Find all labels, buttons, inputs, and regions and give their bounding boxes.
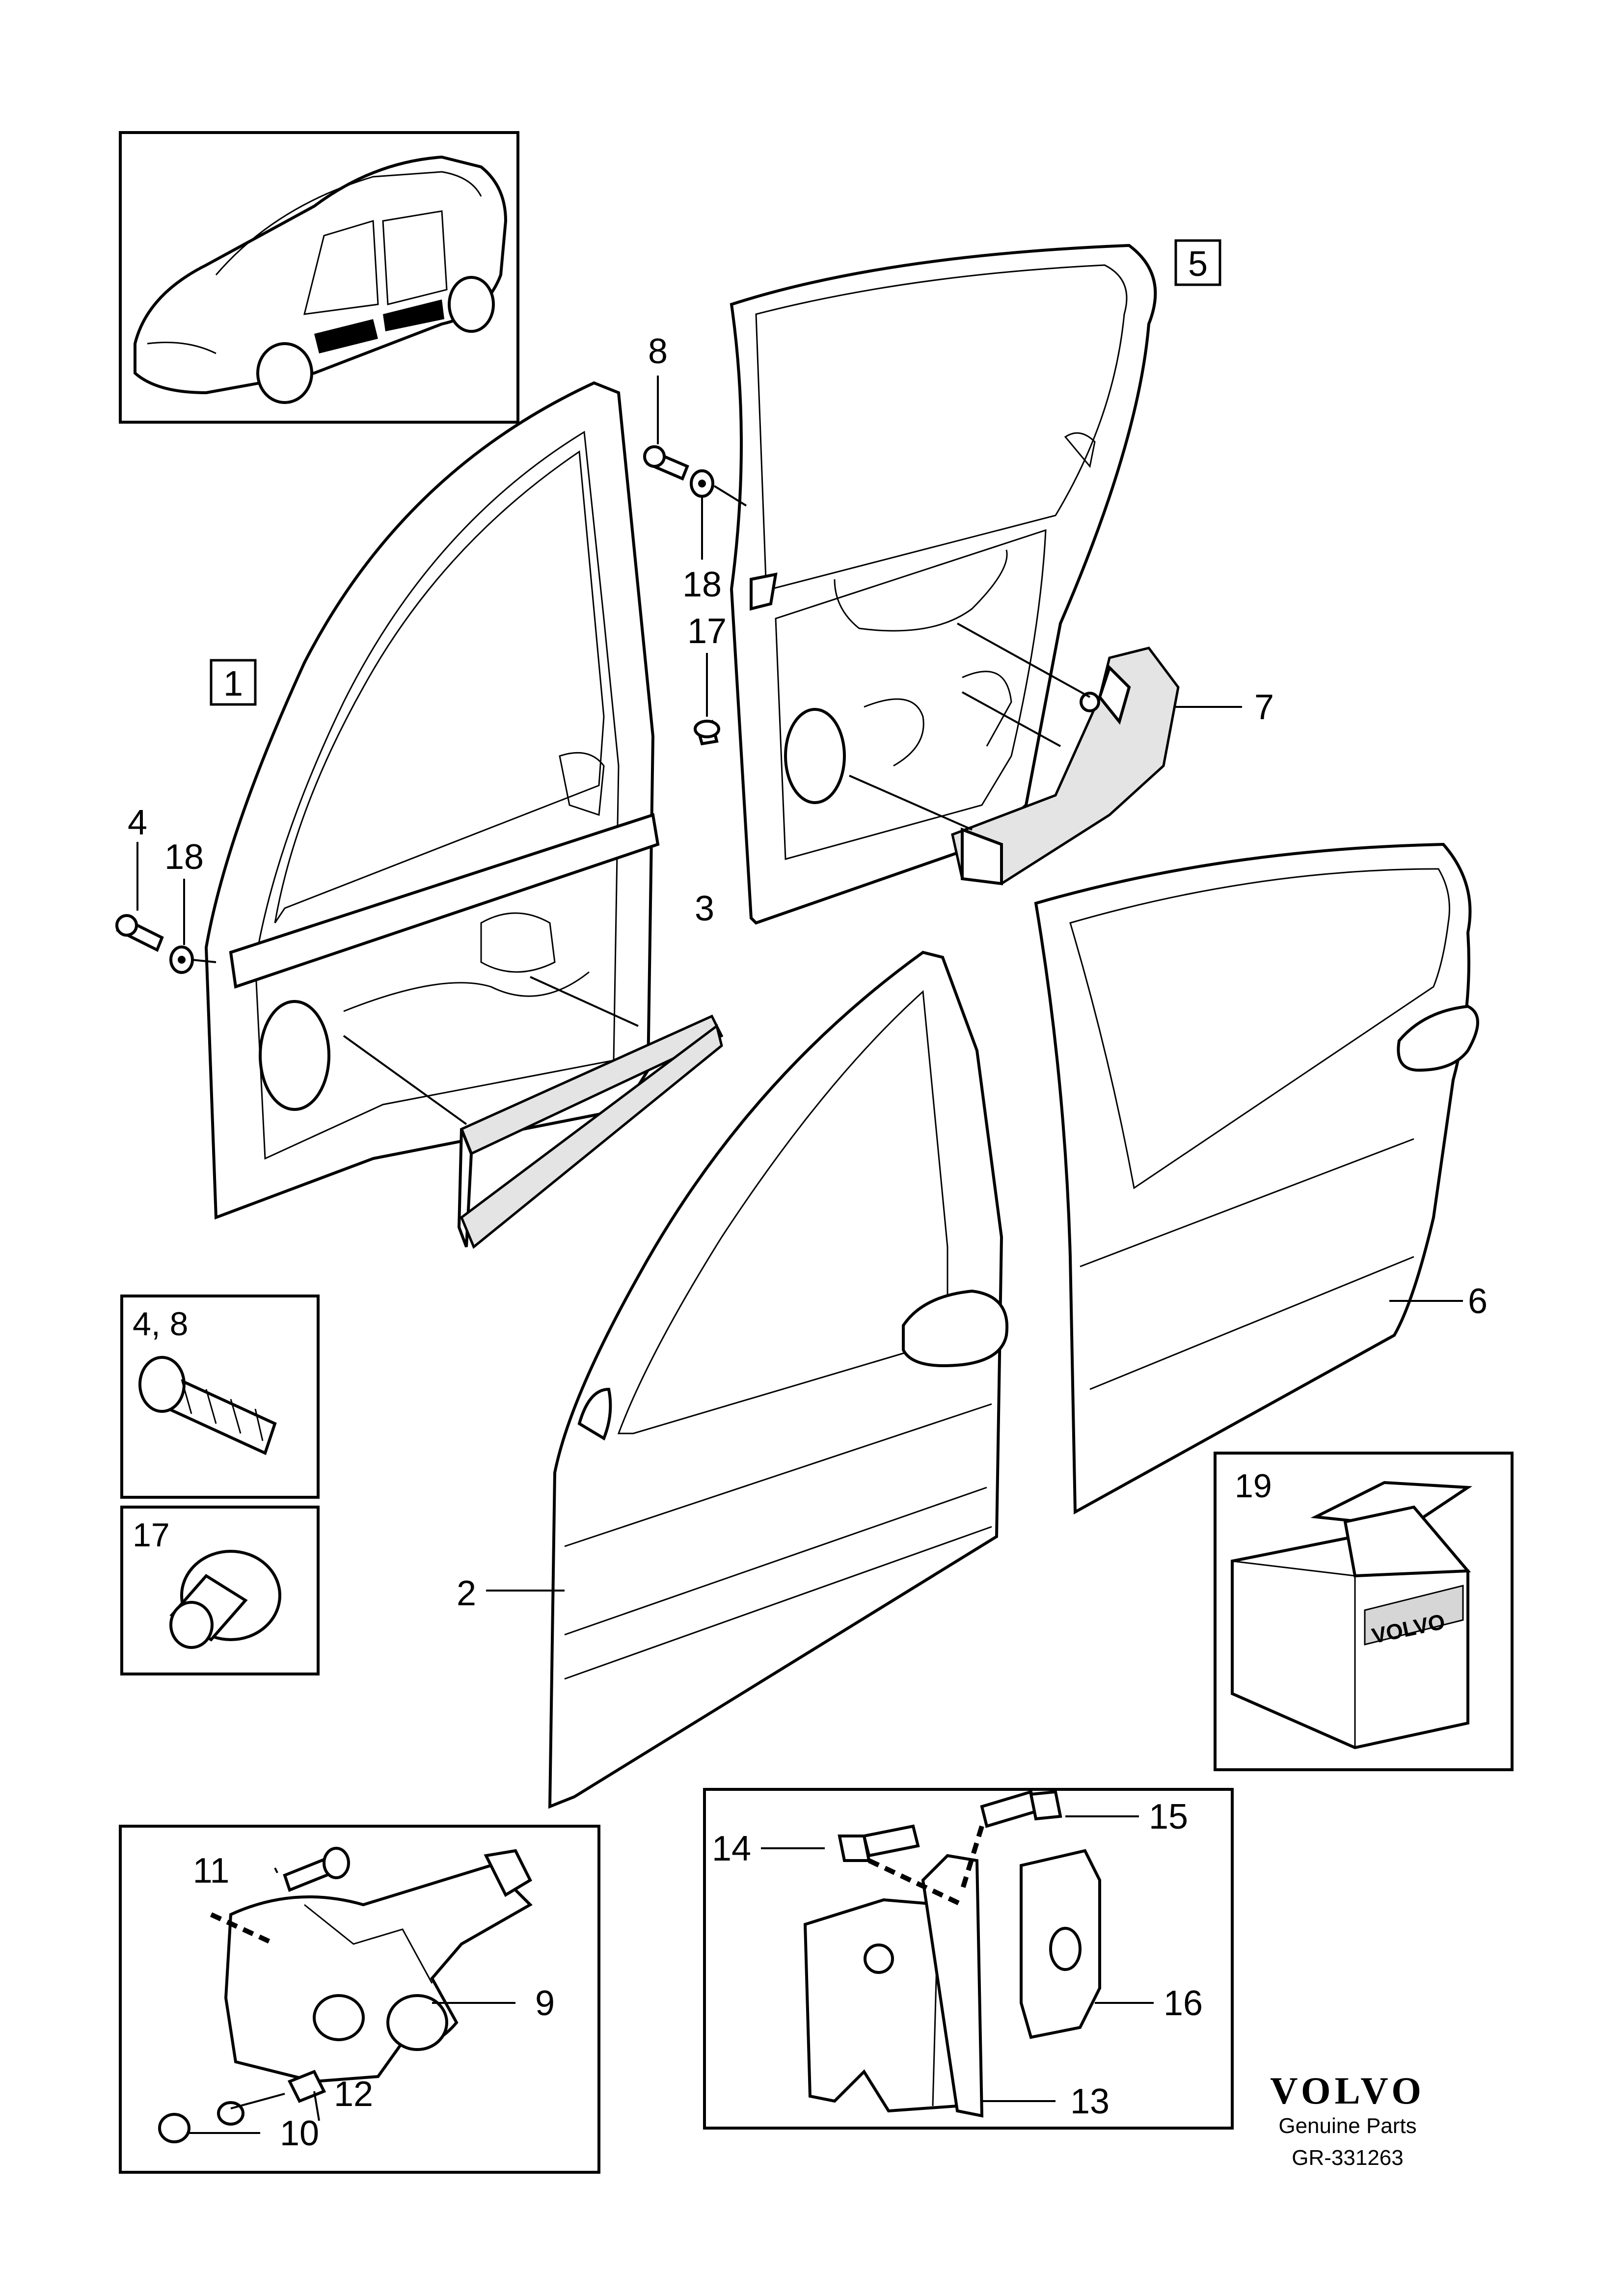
callout-9: 9 [535, 1984, 555, 2023]
plug-inset [120, 1506, 320, 1675]
front-door-panel [486, 950, 1009, 1809]
callout-6: 6 [1468, 1282, 1488, 1321]
callout-5-frame [1174, 239, 1221, 286]
bolt-inset [120, 1295, 320, 1499]
bolt-inset-label: 4, 8 [133, 1305, 188, 1343]
rear-door-frame [730, 243, 1157, 925]
part-4-bolt [115, 914, 164, 952]
front-door-frame [204, 381, 660, 1220]
callout-4: 4 [128, 803, 147, 842]
callout-10: 10 [280, 2114, 319, 2153]
callout-7: 7 [1254, 688, 1274, 727]
callout-17: 17 [687, 612, 727, 651]
part-8-bolt [643, 445, 689, 481]
callout-18-left: 18 [164, 837, 204, 877]
callout-5: 5 [1188, 244, 1208, 284]
callout-14: 14 [712, 1829, 751, 1868]
part-3-energy-absorber [343, 976, 724, 1249]
part-7-energy-absorber [849, 622, 1242, 886]
callout-12: 12 [334, 2075, 373, 2114]
kit-inset-label: 19 [1235, 1467, 1272, 1505]
callout-18-right: 18 [682, 565, 722, 604]
callout-2: 2 [457, 1574, 476, 1613]
part-18-washer-left [169, 945, 194, 974]
callout-1: 1 [223, 664, 243, 703]
rear-door-panel [1034, 842, 1479, 1515]
callout-3: 3 [695, 889, 714, 928]
plug-inset-label: 17 [133, 1516, 170, 1554]
volvo-logo: VOLVO [1270, 2069, 1425, 2112]
callout-16: 16 [1164, 1984, 1203, 2023]
car-overview-inset [119, 131, 519, 424]
part-18-washer-right [690, 469, 714, 498]
hinge-inset [703, 1788, 1234, 2130]
genuine-parts-label: Genuine Parts [1278, 2114, 1416, 2138]
diagram-id: GR-331263 [1292, 2146, 1403, 2170]
part-17-plug [694, 720, 720, 746]
callout-13: 13 [1070, 2082, 1110, 2121]
door-stop-inset [119, 1825, 600, 2174]
callout-11: 11 [193, 1851, 230, 1890]
callout-8: 8 [648, 332, 668, 371]
callout-15: 15 [1149, 1797, 1188, 1836]
callout-1-frame [210, 659, 257, 706]
kit-inset [1214, 1452, 1514, 1771]
